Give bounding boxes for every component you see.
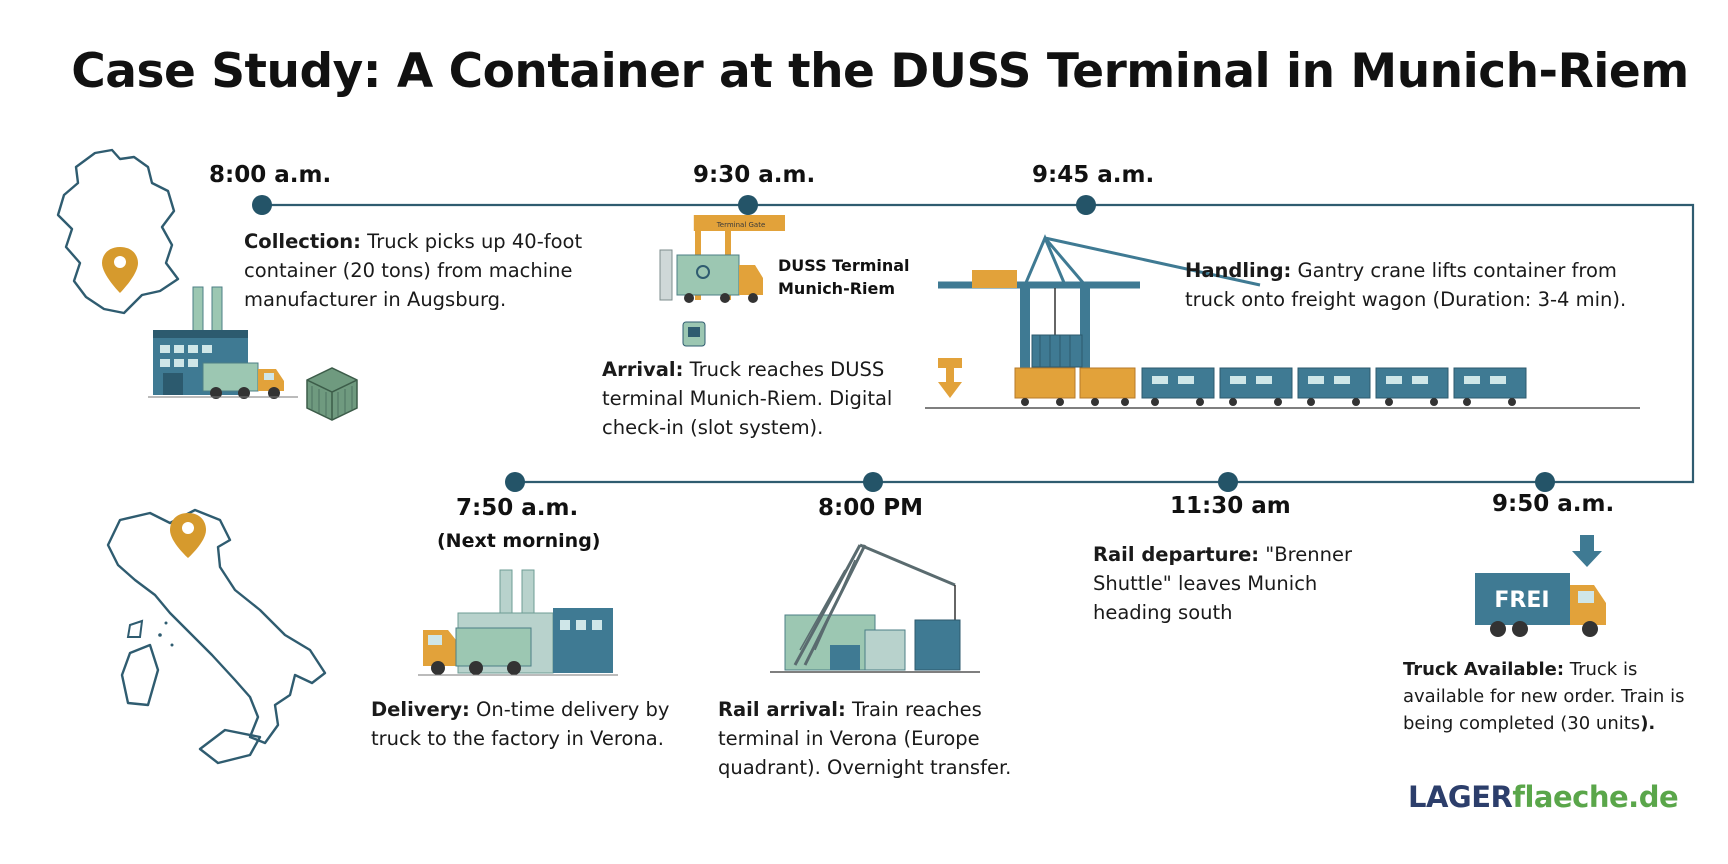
gantry-crane-icon <box>925 234 1640 409</box>
italy-map-icon <box>106 508 327 765</box>
timeline-node-1 <box>252 195 272 215</box>
terminal-gate-icon: Terminal Gate <box>659 215 785 347</box>
timeline-node-3 <box>1076 195 1096 215</box>
truck-icon <box>202 362 284 399</box>
free-truck-icon: FREI <box>1475 535 1606 637</box>
step-arrival-text: Arrival: Truck reaches DUSS terminal Mun… <box>602 358 893 439</box>
step-collection-text: Collection: Truck picks up 40-foot conta… <box>244 230 583 311</box>
svg-text:FREI: FREI <box>1494 588 1549 613</box>
freight-train-icon <box>1021 367 1527 406</box>
timeline-node-4 <box>1535 472 1555 492</box>
factory-icon <box>148 286 298 399</box>
step-heading: Collection: <box>244 230 361 253</box>
step-heading: Delivery: <box>371 698 470 721</box>
page-title: Case Study: A Container at the DUSS Term… <box>71 44 1689 99</box>
down-arrow-icon <box>938 358 962 398</box>
time-rail-arrival: 8:00 PM <box>818 495 923 521</box>
location-pin-icon <box>102 247 138 293</box>
italy-location-pin-icon <box>170 513 206 558</box>
step-heading: Arrival: <box>602 358 684 381</box>
svg-text:Terminal Gate: Terminal Gate <box>716 221 766 229</box>
step-truck-available-text: Truck Available: Truck is available for … <box>1403 659 1685 734</box>
step-delivery-text: Delivery: On-time delivery by truck to t… <box>371 698 670 750</box>
step-heading: Handling: <box>1185 259 1292 282</box>
terminal-label: DUSS Terminal Munich-Riem <box>778 256 910 298</box>
time-delivery-subtitle: (Next morning) <box>437 530 601 552</box>
time-rail-departure: 11:30 am <box>1170 493 1291 519</box>
step-heading: Rail departure: <box>1093 543 1260 566</box>
time-collection: 8:00 a.m. <box>209 162 332 188</box>
timeline-node-7 <box>505 472 525 492</box>
step-handling-text: Handling: Gantry crane lifts container f… <box>1185 259 1627 311</box>
brand-logo[interactable]: LAGERflaeche.de <box>1408 780 1679 814</box>
step-rail-departure-text: Rail departure: "Brenner Shuttle" leaves… <box>1093 543 1352 624</box>
step-heading: Rail arrival: <box>718 698 846 721</box>
time-delivery: 7:50 a.m. <box>456 495 579 521</box>
timeline-node-2 <box>738 195 758 215</box>
time-truck-available: 9:50 a.m. <box>1492 491 1615 517</box>
time-handling: 9:45 a.m. <box>1032 162 1155 188</box>
factory-truck-icon <box>418 569 618 676</box>
container-icon <box>306 367 358 421</box>
port-crane-icon <box>770 543 980 673</box>
timeline-node-5 <box>1218 472 1238 492</box>
timeline-node-6 <box>863 472 883 492</box>
time-arrival: 9:30 a.m. <box>693 162 816 188</box>
step-heading: Truck Available: <box>1403 659 1565 680</box>
germany-map-icon <box>56 148 180 315</box>
step-rail-arrival-text: Rail arrival: Train reaches terminal in … <box>718 698 1012 779</box>
